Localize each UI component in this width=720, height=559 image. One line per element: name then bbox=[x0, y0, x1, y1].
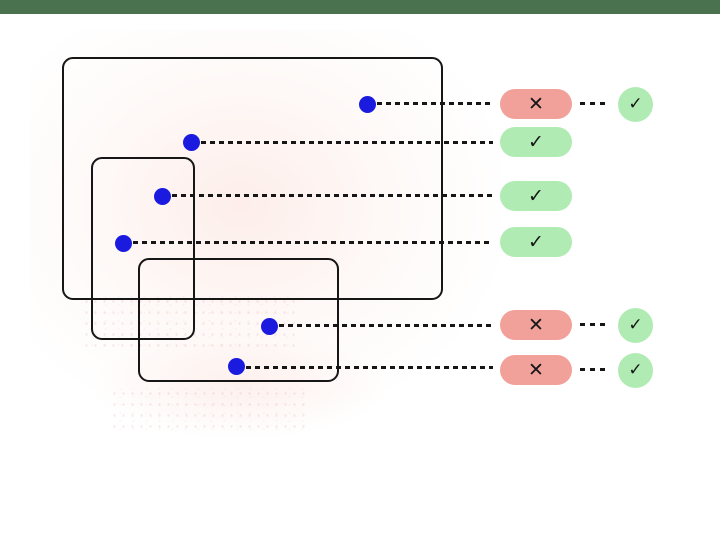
dotted-leader-line bbox=[279, 324, 493, 327]
override-check-badge: ✓ bbox=[618, 353, 653, 388]
pass-badge: ✓ bbox=[500, 181, 572, 211]
bounding-box-outer bbox=[62, 57, 443, 300]
check-icon: ✓ bbox=[528, 130, 544, 153]
fail-badge: ✕ bbox=[500, 310, 572, 340]
check-icon: ✓ bbox=[528, 184, 544, 207]
fail-badge: ✕ bbox=[500, 89, 572, 119]
keypoint-dot bbox=[115, 235, 132, 252]
keypoint-dot bbox=[154, 188, 171, 205]
pass-badge: ✓ bbox=[500, 227, 572, 257]
dotted-leader-line bbox=[172, 194, 493, 197]
dotted-leader-line bbox=[133, 241, 493, 244]
keypoint-dot bbox=[183, 134, 200, 151]
keypoint-dot bbox=[261, 318, 278, 335]
override-check-badge: ✓ bbox=[618, 87, 653, 122]
override-check-badge: ✓ bbox=[618, 308, 653, 343]
x-icon: ✕ bbox=[528, 92, 544, 115]
bounding-box-inner-wide bbox=[138, 258, 339, 382]
watercolor-speckle bbox=[110, 388, 310, 432]
check-icon: ✓ bbox=[628, 360, 643, 380]
check-icon: ✓ bbox=[628, 315, 643, 335]
check-icon: ✓ bbox=[528, 230, 544, 253]
x-icon: ✕ bbox=[528, 313, 544, 336]
override-dash bbox=[580, 102, 608, 105]
override-dash bbox=[580, 368, 608, 371]
pass-badge: ✓ bbox=[500, 127, 572, 157]
fail-badge: ✕ bbox=[500, 355, 572, 385]
dotted-leader-line bbox=[377, 102, 493, 105]
top-green-bar bbox=[0, 0, 720, 14]
override-dash bbox=[580, 323, 608, 326]
keypoint-dot bbox=[228, 358, 245, 375]
dotted-leader-line bbox=[201, 141, 493, 144]
bounding-box-inner-tall bbox=[91, 157, 195, 340]
keypoint-dot bbox=[359, 96, 376, 113]
dotted-leader-line bbox=[246, 366, 493, 369]
x-icon: ✕ bbox=[528, 358, 544, 381]
check-icon: ✓ bbox=[628, 94, 643, 114]
